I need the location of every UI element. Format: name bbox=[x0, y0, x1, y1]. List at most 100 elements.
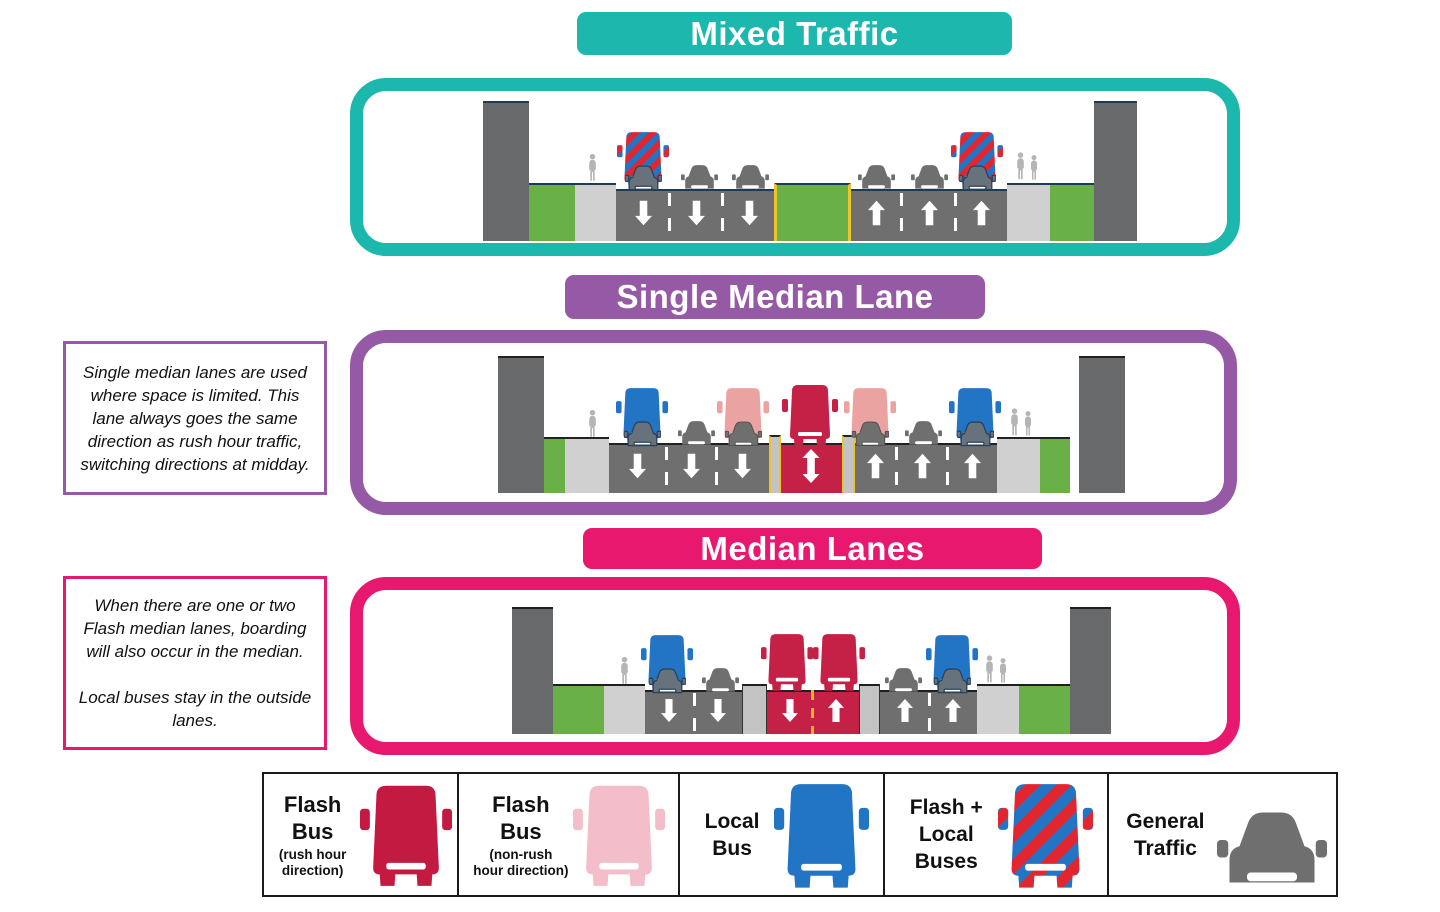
building-icon bbox=[512, 607, 553, 734]
lane-line bbox=[954, 193, 957, 239]
lane-line bbox=[946, 447, 949, 491]
sidewalk bbox=[997, 437, 1040, 493]
lane-arrow-down-icon bbox=[710, 698, 726, 723]
pedestrian-icon bbox=[984, 654, 995, 684]
legend-label: Flash + Local Buses bbox=[909, 796, 983, 873]
general-traffic-car-icon bbox=[649, 666, 686, 694]
legend-label: Flash Bus bbox=[283, 791, 342, 844]
lane-arrow-up-icon bbox=[921, 200, 938, 226]
legend-label: Local Bus bbox=[704, 809, 760, 860]
general-traffic-car-icon bbox=[885, 665, 922, 693]
center-line bbox=[811, 690, 814, 734]
lane-arrow-down-icon bbox=[629, 453, 646, 479]
general-traffic-car-icon bbox=[681, 162, 718, 190]
lane-arrow-up-icon bbox=[867, 453, 884, 479]
lane-line bbox=[721, 193, 724, 239]
planting-strip bbox=[1019, 684, 1070, 734]
building-icon bbox=[483, 101, 529, 241]
single-median-lane-cross-section bbox=[363, 343, 1224, 502]
pedestrian-icon bbox=[1029, 154, 1039, 181]
mixed-traffic-cross-section bbox=[363, 91, 1227, 243]
sidewalk bbox=[575, 183, 616, 241]
legend-item-flash-bus-rush: Flash Bus (rush hour direction) bbox=[264, 774, 460, 895]
general-traffic-car-icon bbox=[959, 163, 996, 191]
pedestrian-icon bbox=[998, 657, 1008, 684]
mixed-traffic-diagram bbox=[350, 78, 1240, 256]
planting-strip bbox=[1040, 437, 1070, 493]
note-text: Single median lanes are used where space… bbox=[80, 362, 310, 474]
lane-line bbox=[895, 447, 898, 491]
flash-bus-nonrush-icon bbox=[573, 781, 665, 889]
sidewalk bbox=[604, 684, 645, 734]
median-lanes-diagram bbox=[350, 577, 1240, 755]
general-traffic-car-icon bbox=[624, 419, 661, 447]
general-traffic-car-icon bbox=[852, 419, 889, 447]
general-traffic-car-icon bbox=[625, 163, 662, 191]
lane-line bbox=[928, 693, 931, 734]
section-title-text: Mixed Traffic bbox=[690, 14, 899, 52]
lane-line bbox=[668, 193, 671, 239]
building-icon bbox=[1070, 607, 1111, 734]
building-icon bbox=[498, 356, 544, 493]
legend: Flash Bus (rush hour direction) Flash Bu… bbox=[262, 772, 1338, 897]
lane-line bbox=[693, 693, 696, 734]
general-traffic-car-icon bbox=[732, 162, 769, 190]
flash-bus-rush-icon bbox=[360, 781, 452, 889]
legend-sublabel: (non-rush hour direction) bbox=[473, 846, 569, 878]
lane-line bbox=[900, 193, 903, 239]
lane-arrow-down-icon bbox=[688, 200, 705, 226]
flash-bus-rush-icon bbox=[782, 383, 838, 447]
general-traffic-car-icon bbox=[911, 162, 948, 190]
lane-line bbox=[665, 447, 668, 491]
section-title-single-median-lane: Single Median Lane bbox=[565, 275, 985, 319]
local-bus-icon bbox=[774, 780, 869, 890]
planting-strip bbox=[529, 183, 575, 241]
sidewalk bbox=[565, 437, 609, 493]
sidewalk bbox=[977, 684, 1019, 734]
general-traffic-car-icon bbox=[678, 418, 715, 446]
legend-label: Flash Bus bbox=[492, 791, 550, 844]
legend-item-local-bus: Local Bus bbox=[680, 774, 885, 895]
planting-strip bbox=[544, 437, 565, 493]
lane-arrow-up-icon bbox=[868, 200, 885, 226]
general-traffic-car-icon bbox=[725, 419, 762, 447]
lane-arrow-down-icon bbox=[741, 200, 758, 226]
single-median-lane-note: Single median lanes are used where space… bbox=[63, 341, 327, 495]
general-traffic-car-icon bbox=[957, 419, 994, 447]
lane-arrow-up-icon bbox=[897, 698, 913, 723]
green-median bbox=[774, 183, 851, 241]
general-traffic-car-icon bbox=[1217, 807, 1327, 883]
section-title-mixed-traffic: Mixed Traffic bbox=[577, 12, 1012, 55]
boarding-platform bbox=[742, 684, 767, 734]
flash-bus-rush-icon bbox=[761, 630, 813, 694]
general-traffic-car-icon bbox=[934, 666, 971, 694]
flash-local-bus-icon bbox=[998, 780, 1093, 890]
pedestrian-icon bbox=[1009, 407, 1020, 437]
lane-arrow-up-icon bbox=[914, 453, 931, 479]
legend-item-flash-local-buses: Flash + Local Buses bbox=[885, 774, 1109, 895]
legend-item-flash-bus-nonrush: Flash Bus (non-rush hour direction) bbox=[459, 774, 681, 895]
sidewalk bbox=[1007, 183, 1050, 241]
lane-line bbox=[715, 447, 718, 491]
building-icon bbox=[1094, 101, 1137, 241]
lane-arrow-down-icon bbox=[635, 200, 652, 226]
note-text: Local buses stay in the outside lanes. bbox=[78, 688, 312, 730]
pedestrian-icon bbox=[587, 153, 598, 182]
lane-arrow-up-icon bbox=[973, 200, 990, 226]
median-lanes-cross-section bbox=[363, 590, 1227, 742]
boarding-platform bbox=[859, 684, 880, 734]
single-median-lane-diagram bbox=[350, 330, 1237, 515]
pedestrian-icon bbox=[1015, 151, 1026, 181]
section-title-text: Median Lanes bbox=[700, 529, 925, 567]
pedestrian-icon bbox=[1023, 410, 1033, 437]
planting-strip bbox=[1050, 183, 1094, 241]
pedestrian-icon bbox=[587, 409, 598, 438]
general-traffic-car-icon bbox=[905, 418, 942, 446]
median-curb bbox=[842, 435, 855, 493]
legend-sublabel: (rush hour direction) bbox=[278, 846, 347, 878]
general-traffic-car-icon bbox=[702, 665, 739, 693]
pedestrian-icon bbox=[619, 656, 630, 685]
lane-arrow-up-icon bbox=[945, 698, 961, 723]
lane-arrow-up-icon bbox=[828, 698, 844, 723]
